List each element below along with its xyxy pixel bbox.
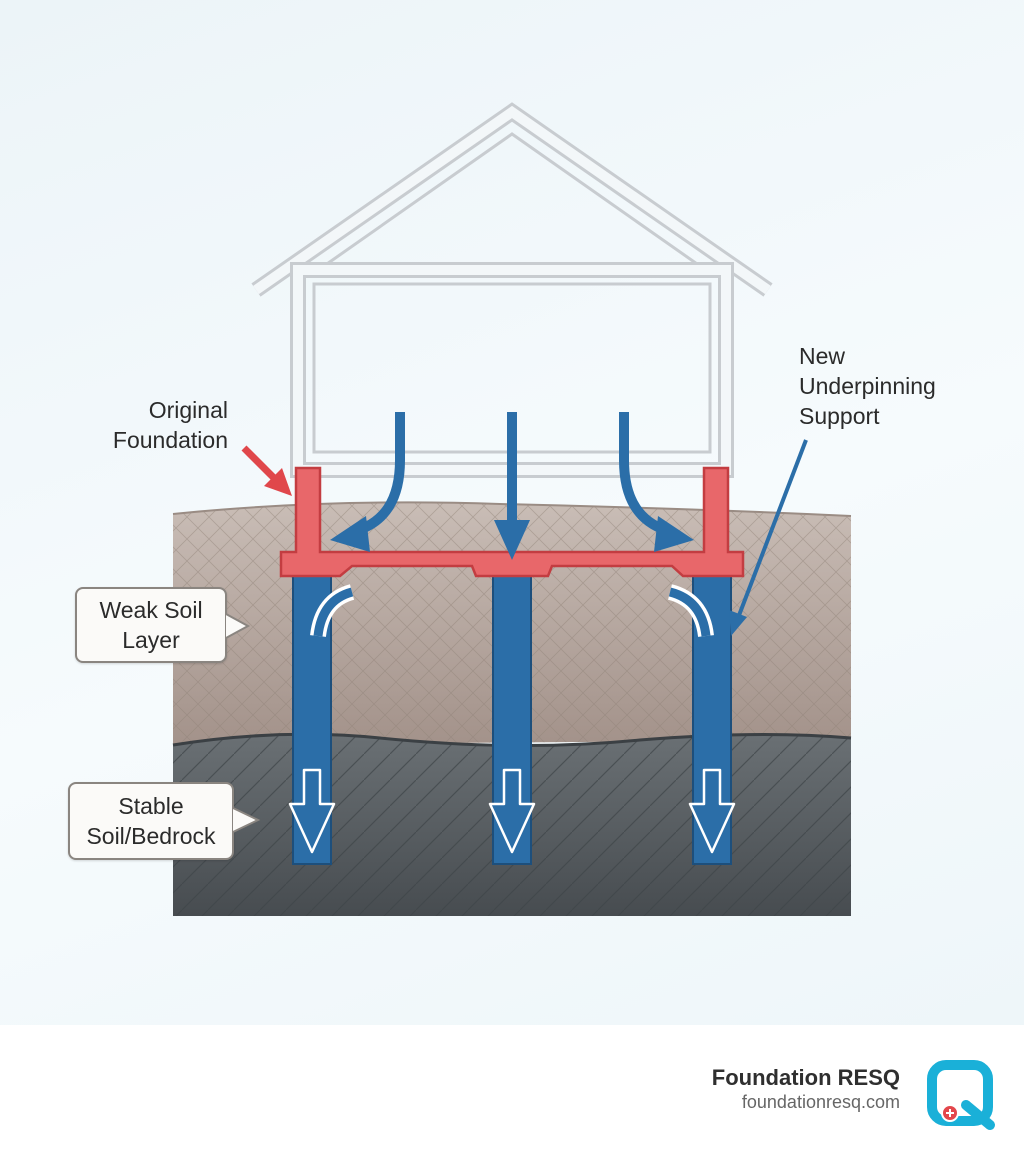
load-arrowhead-center (494, 520, 530, 560)
transfer-arrows (310, 584, 714, 638)
pier-arrows (288, 768, 736, 854)
brand-footer: Foundation RESQ foundationresq.com (0, 1025, 1024, 1154)
q-logo-icon (927, 1060, 995, 1130)
pier-arrow-center (488, 768, 536, 854)
original-foundation-pointer (241, 445, 292, 496)
weak-soil-callout: Weak Soil Layer (75, 587, 227, 663)
underpinning-diagram (172, 102, 852, 916)
load-arrowhead-left (330, 516, 370, 552)
load-arrowhead-right (654, 516, 694, 552)
original-foundation-label: Original Foundation (112, 397, 228, 453)
pier-arrow-right (688, 768, 736, 854)
diagram-canvas: Original Foundation New Underpinning Sup… (0, 0, 1024, 1025)
brand-url: foundationresq.com (741, 1092, 900, 1112)
pier-arrow-left (288, 768, 336, 854)
new-support-label: New Underpinning Support (799, 343, 936, 429)
brand-name: Foundation RESQ (711, 1065, 900, 1090)
stable-soil-callout: Stable Soil/Bedrock (68, 782, 234, 860)
new-support-pointer (729, 439, 808, 636)
